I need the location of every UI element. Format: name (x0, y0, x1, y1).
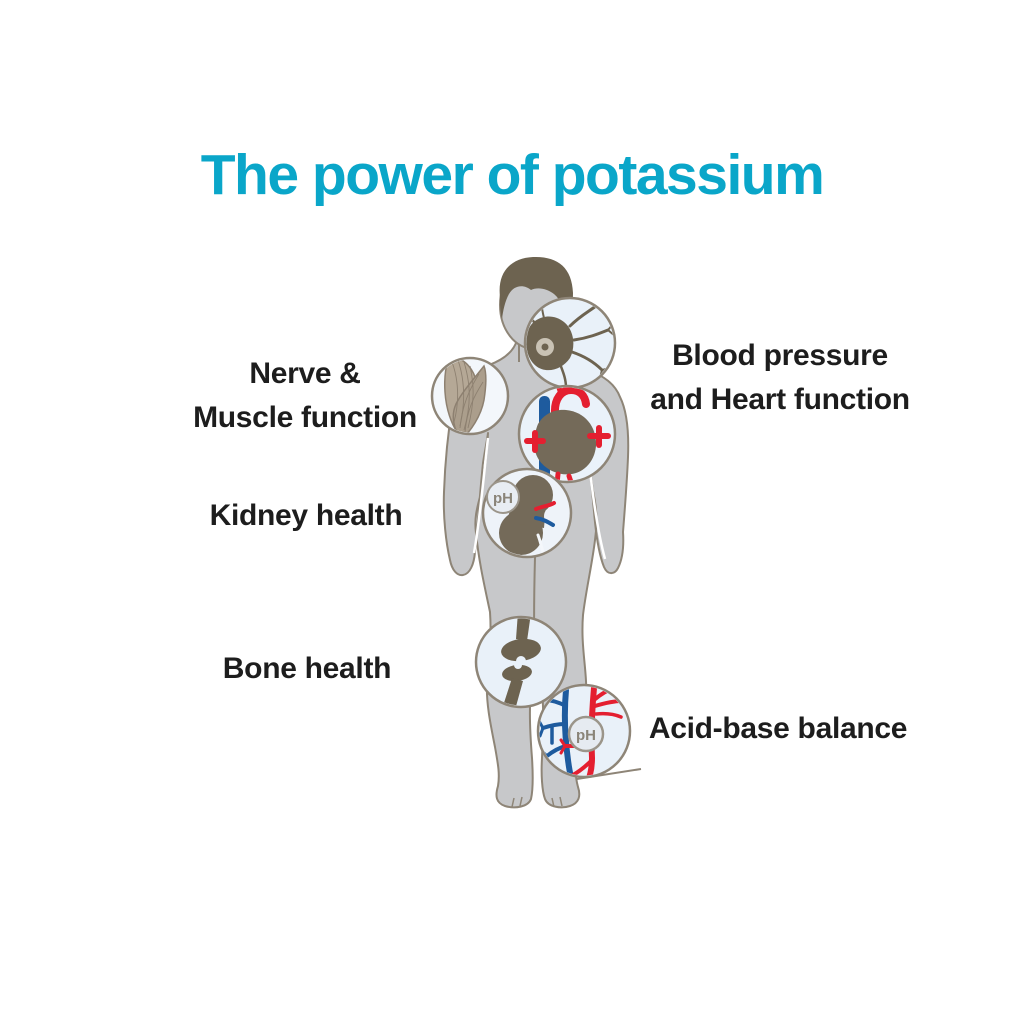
kidney-icon (499, 475, 562, 556)
label-line: and Heart function (650, 383, 910, 416)
label-line: Nerve & (249, 357, 361, 390)
label-line: Blood pressure (672, 339, 888, 372)
callout-heart (517, 384, 617, 484)
ph-badge-kidney (486, 480, 520, 514)
label-kidney-health: Kidney health (210, 494, 403, 538)
label-bone-health: Bone health (222, 647, 392, 691)
label-line: Kidney health (209, 499, 403, 532)
ph-badge-vessels (567, 715, 605, 753)
label-line: Bone health (222, 652, 392, 685)
ph-badge-kidney-text: pH (493, 490, 513, 507)
label-line: Acid-base balance (648, 712, 908, 745)
page-title: The power of potassium (200, 143, 825, 208)
callout-bone (474, 615, 568, 709)
label-acid-base-balance: Acid-base balance (648, 707, 908, 751)
muscle-fibers-icon (444, 359, 487, 433)
label-nerve-muscle-function: Nerve & Muscle function (193, 352, 417, 440)
label-line: Muscle function (193, 401, 417, 434)
toe-lines (511, 796, 563, 808)
bone-joint-icon (501, 618, 541, 706)
callout-muscle (430, 356, 510, 436)
hair (499, 256, 573, 322)
label-blood-pressure-heart-function: Blood pressure and Heart function (650, 334, 910, 422)
callout-kidney: pH (481, 467, 573, 559)
ph-badge-vessels-text: pH (576, 727, 596, 744)
heart-icon (524, 387, 611, 481)
